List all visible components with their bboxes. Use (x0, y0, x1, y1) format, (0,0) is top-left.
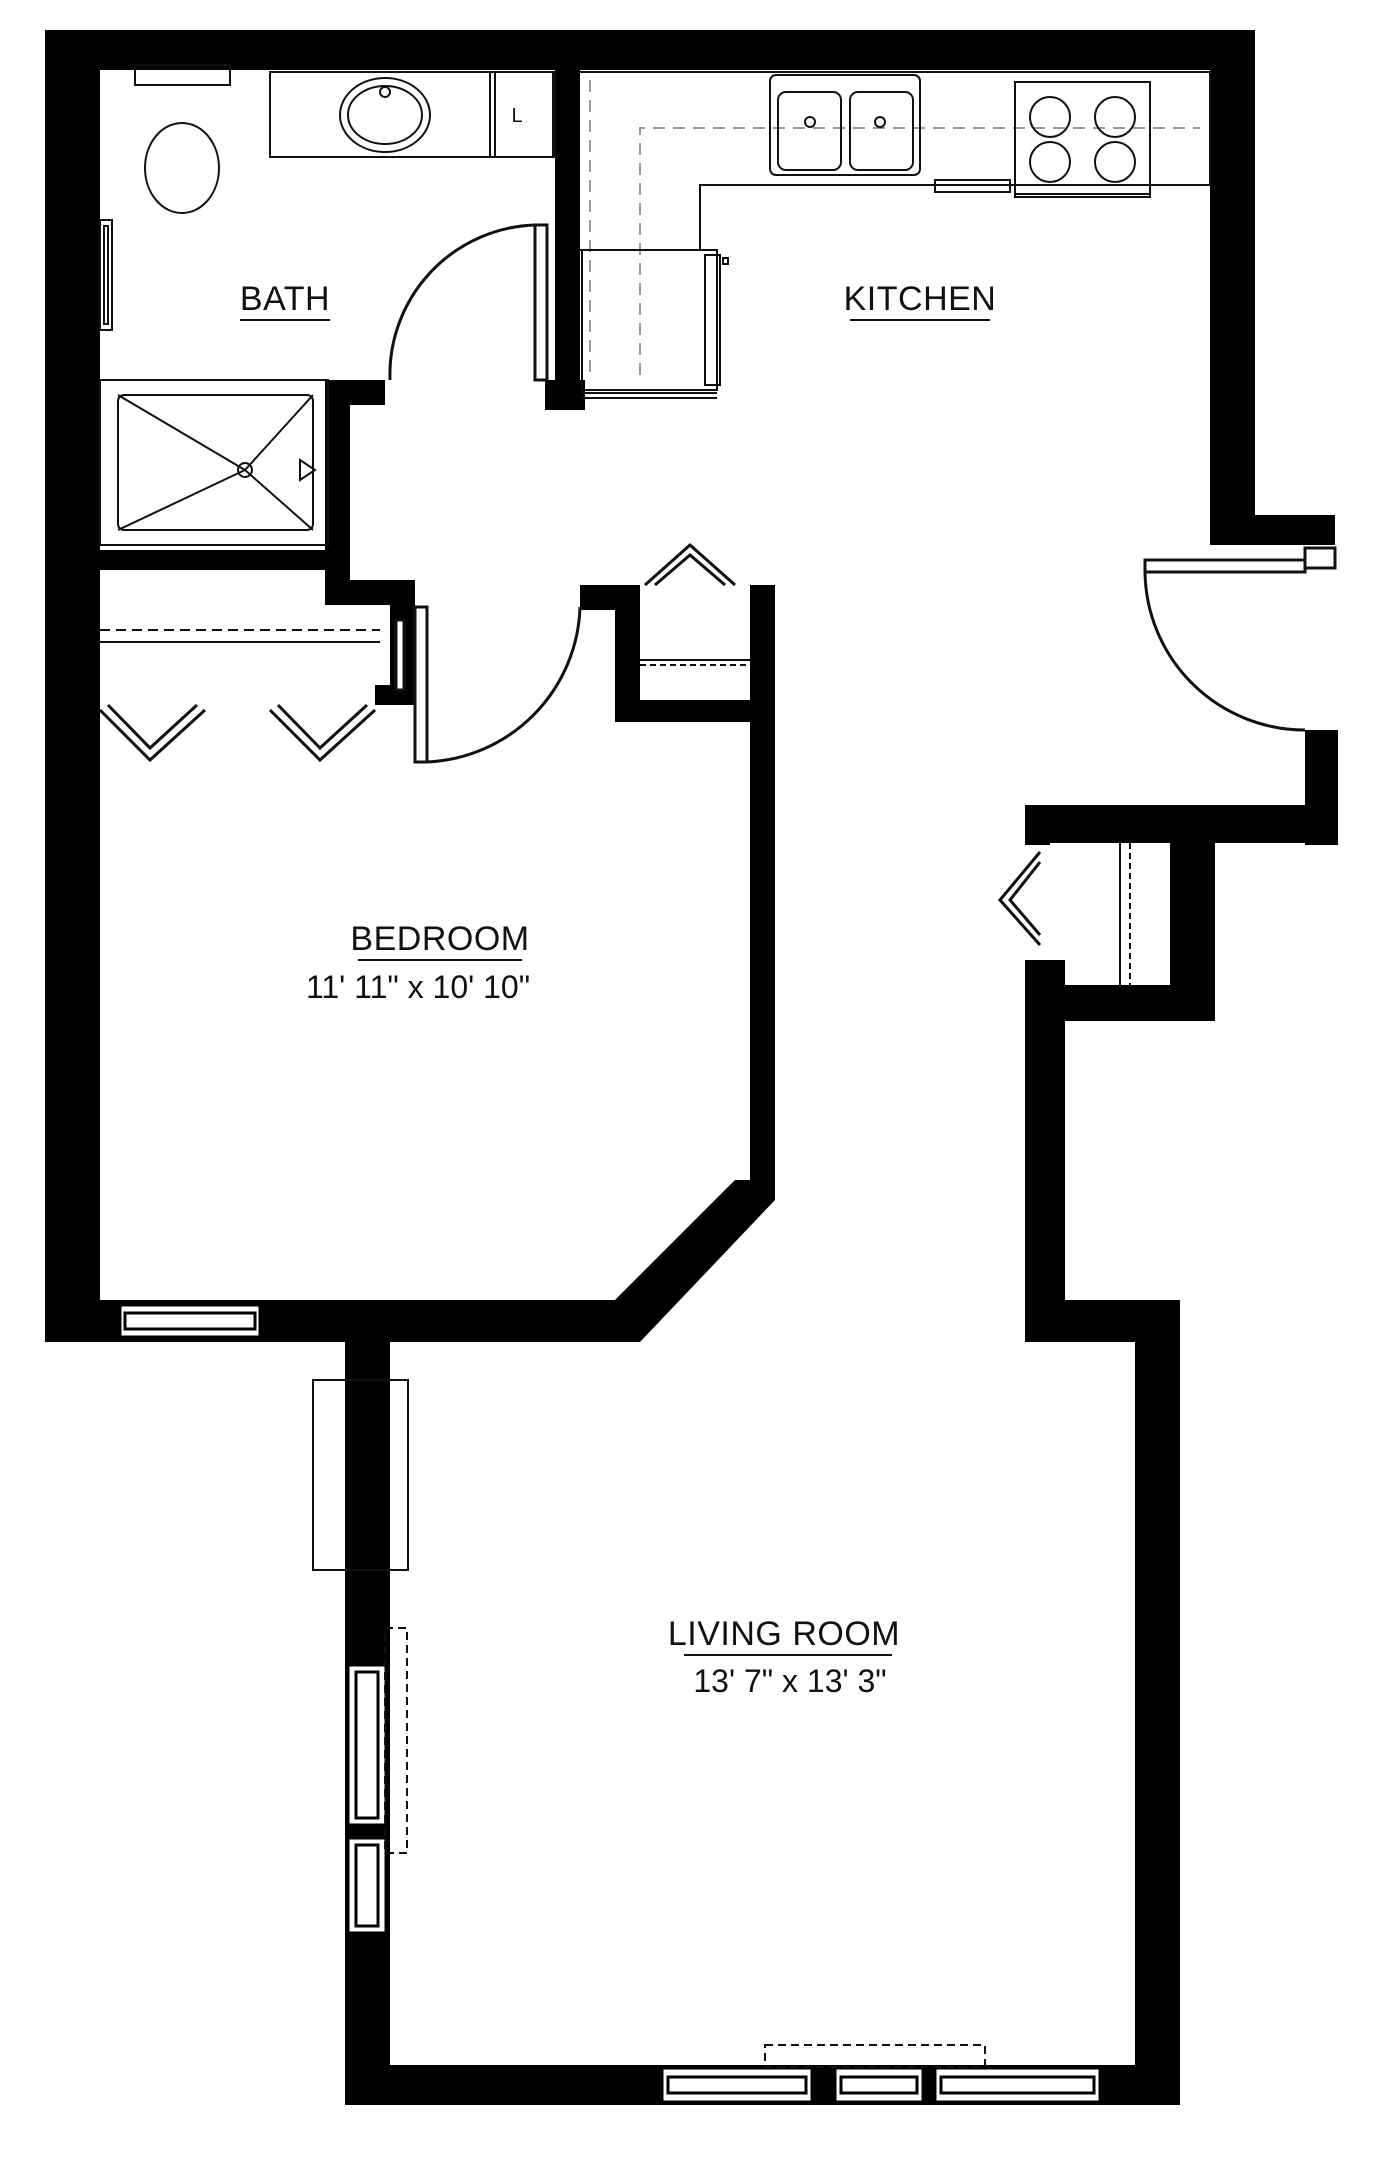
bedroom-closet-bifold (98, 703, 377, 763)
wall-right-upper (1210, 30, 1255, 520)
bedroom-side-door (394, 618, 406, 692)
wall-bedroom-closet-side (615, 585, 640, 720)
wall-bath-shower-right (325, 380, 350, 570)
window-living-bottom-left (660, 2066, 814, 2104)
linen-label: L (511, 105, 522, 127)
wall-bedroom-door-jamb (580, 585, 620, 610)
window-bedroom (118, 1303, 262, 1339)
window-living-bottom-center (833, 2066, 925, 2104)
bedroom-dimensions: 11' 11" x 10' 10" (306, 969, 530, 1005)
kitchen-sink (769, 74, 921, 176)
sink-basin (339, 77, 431, 153)
closets (98, 71, 1131, 2068)
wall-top (45, 30, 1250, 70)
toilet (134, 64, 231, 214)
dishwasher (934, 179, 1011, 193)
wall-bath-kitchen-stub (545, 380, 585, 410)
refrigerator (581, 249, 729, 399)
vanity (269, 71, 556, 158)
living-room-dimensions: 13' 7" x 13' 3" (693, 1663, 886, 1699)
bath-linen-cabinet (494, 71, 554, 158)
bath-door (388, 223, 549, 382)
living-wall-cabinet (312, 1379, 986, 2068)
bedroom-label: BEDROOM (350, 920, 529, 958)
wall-right-jog (1210, 515, 1335, 545)
wall-closet-left-a (1025, 805, 1050, 845)
labels: L BATH KITCHEN BEDROOM 11' 11" x 10' 10"… (240, 105, 996, 1699)
wall-bath-shower-top (45, 550, 350, 570)
walls (45, 30, 1338, 2105)
windows (118, 1303, 1102, 2104)
kitchen-fixtures (580, 71, 1211, 399)
doors (388, 223, 1337, 764)
shower (99, 379, 329, 546)
bedroom-door (413, 605, 582, 764)
wall-bath-kitchen (555, 30, 580, 410)
living-room-label: LIVING ROOM (668, 1615, 900, 1653)
wall-diagonal (615, 1180, 775, 1342)
wall-right-mid (1025, 985, 1065, 1340)
entry-door (1143, 546, 1337, 732)
window-living-left-upper (346, 1663, 388, 1827)
wall-left (45, 30, 100, 1340)
wall-bedroom-closet-bottom (615, 700, 775, 722)
wall-bath-stub (325, 380, 385, 405)
kitchen-upper-cabinet-dashed (589, 80, 1200, 375)
bath-label: BATH (240, 280, 330, 318)
wall-closet-top (1025, 805, 1338, 843)
wall-partition-vertical (750, 585, 775, 1200)
kitchen-counter (580, 71, 1211, 251)
kitchen-range (1014, 81, 1151, 198)
window-living-bottom-right (933, 2066, 1102, 2104)
linen-closet (640, 542, 750, 666)
bath-fixtures (99, 64, 556, 546)
towel-bar (99, 219, 113, 331)
kitchen-label: KITCHEN (844, 280, 997, 318)
coat-closet (998, 843, 1131, 985)
wall-right-lower (1135, 1300, 1180, 2105)
window-living-left-lower (346, 1836, 388, 1935)
